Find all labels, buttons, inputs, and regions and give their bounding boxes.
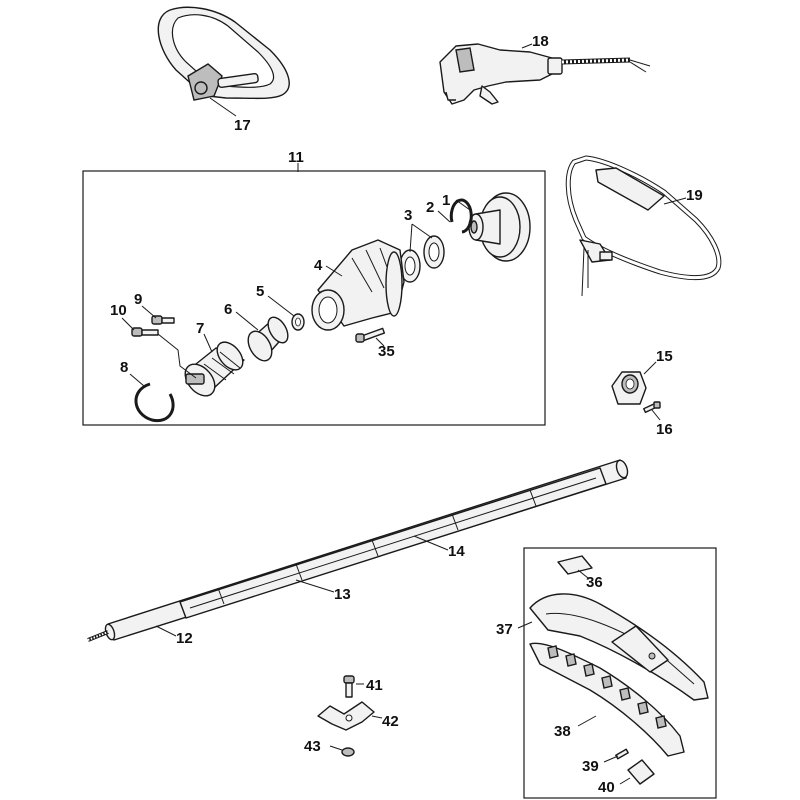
leader-18 <box>521 43 533 49</box>
leader-17 <box>209 97 237 117</box>
label-13: 13 <box>334 586 351 603</box>
label-38: 38 <box>554 723 571 740</box>
guard-assembly-frame <box>523 547 717 799</box>
leader-3b <box>411 223 433 239</box>
leader-7 <box>203 333 213 353</box>
leader-19 <box>663 197 687 205</box>
leader-2 <box>437 210 451 223</box>
label-8: 8 <box>120 359 128 376</box>
part-1-clutch-drum <box>468 192 531 262</box>
part-5-washer <box>291 313 305 331</box>
label-17: 17 <box>234 117 251 134</box>
part-6-sleeve <box>247 316 289 362</box>
label-19: 19 <box>686 187 703 204</box>
label-4: 4 <box>314 257 323 274</box>
leader-9 <box>141 305 157 319</box>
leader-5 <box>267 295 295 317</box>
leader-12 <box>155 625 177 637</box>
label-41: 41 <box>366 677 383 694</box>
part-38-shield <box>529 642 685 757</box>
leader-35 <box>375 337 385 347</box>
part-43-nut <box>341 747 355 757</box>
label-42: 42 <box>382 713 399 730</box>
part-12-shaft-tube <box>87 459 629 642</box>
label-7: 7 <box>196 320 204 337</box>
label-15: 15 <box>656 348 673 365</box>
part-19-harness <box>565 155 722 297</box>
leader-14 <box>413 535 449 551</box>
label-14: 14 <box>448 543 465 560</box>
leader-42 <box>371 715 383 719</box>
part-39-screw <box>615 748 629 760</box>
leader-15 <box>643 361 657 375</box>
label-43: 43 <box>304 738 321 755</box>
label-39: 39 <box>582 758 599 775</box>
label-16: 16 <box>656 421 673 438</box>
part-17-loop-handle <box>157 6 290 101</box>
assembly-line-screws <box>157 333 197 379</box>
part-10-screw <box>131 327 159 337</box>
part-4-gear-housing <box>311 239 405 331</box>
leader-6 <box>235 311 259 331</box>
leader-38 <box>577 715 597 727</box>
leader-40 <box>619 777 631 785</box>
label-1: 1 <box>442 192 450 209</box>
label-18: 18 <box>532 33 549 50</box>
leader-13 <box>295 579 335 593</box>
part-16-screw <box>643 401 661 414</box>
leader-10 <box>121 317 135 331</box>
part-8-circlip <box>134 382 175 423</box>
part-9-screw <box>151 315 175 325</box>
label-37: 37 <box>496 621 513 638</box>
part-42-bracket <box>317 701 375 731</box>
label-9: 9 <box>134 291 142 308</box>
part-37-guard <box>529 593 709 701</box>
part-3-bearings <box>399 235 445 283</box>
part-18-throttle-handle <box>439 43 651 105</box>
label-6: 6 <box>224 301 232 318</box>
leader-43 <box>329 745 343 751</box>
part-15-bracket <box>611 371 647 405</box>
part-41-bolt <box>343 675 355 698</box>
label-35: 35 <box>378 343 395 360</box>
part-7-clamp <box>184 341 245 397</box>
leader-4 <box>325 265 343 277</box>
label-5: 5 <box>256 283 264 300</box>
label-10: 10 <box>110 302 127 319</box>
leader-16 <box>651 409 661 421</box>
part-40-blade <box>627 759 655 785</box>
leader-3a <box>409 223 413 253</box>
label-36: 36 <box>586 574 603 591</box>
gearbox-assembly-frame <box>82 170 546 426</box>
leader-39 <box>603 755 619 763</box>
part-36-clip <box>557 555 593 575</box>
label-40: 40 <box>598 779 615 796</box>
leader-36 <box>577 569 589 579</box>
label-12: 12 <box>176 630 193 647</box>
label-3: 3 <box>404 207 412 224</box>
label-2: 2 <box>426 199 434 216</box>
leader-37 <box>517 621 533 629</box>
part-35-bolt <box>355 327 386 343</box>
leader-8 <box>129 373 145 387</box>
part-2-snap-ring <box>449 198 473 234</box>
label-11: 11 <box>288 149 304 166</box>
